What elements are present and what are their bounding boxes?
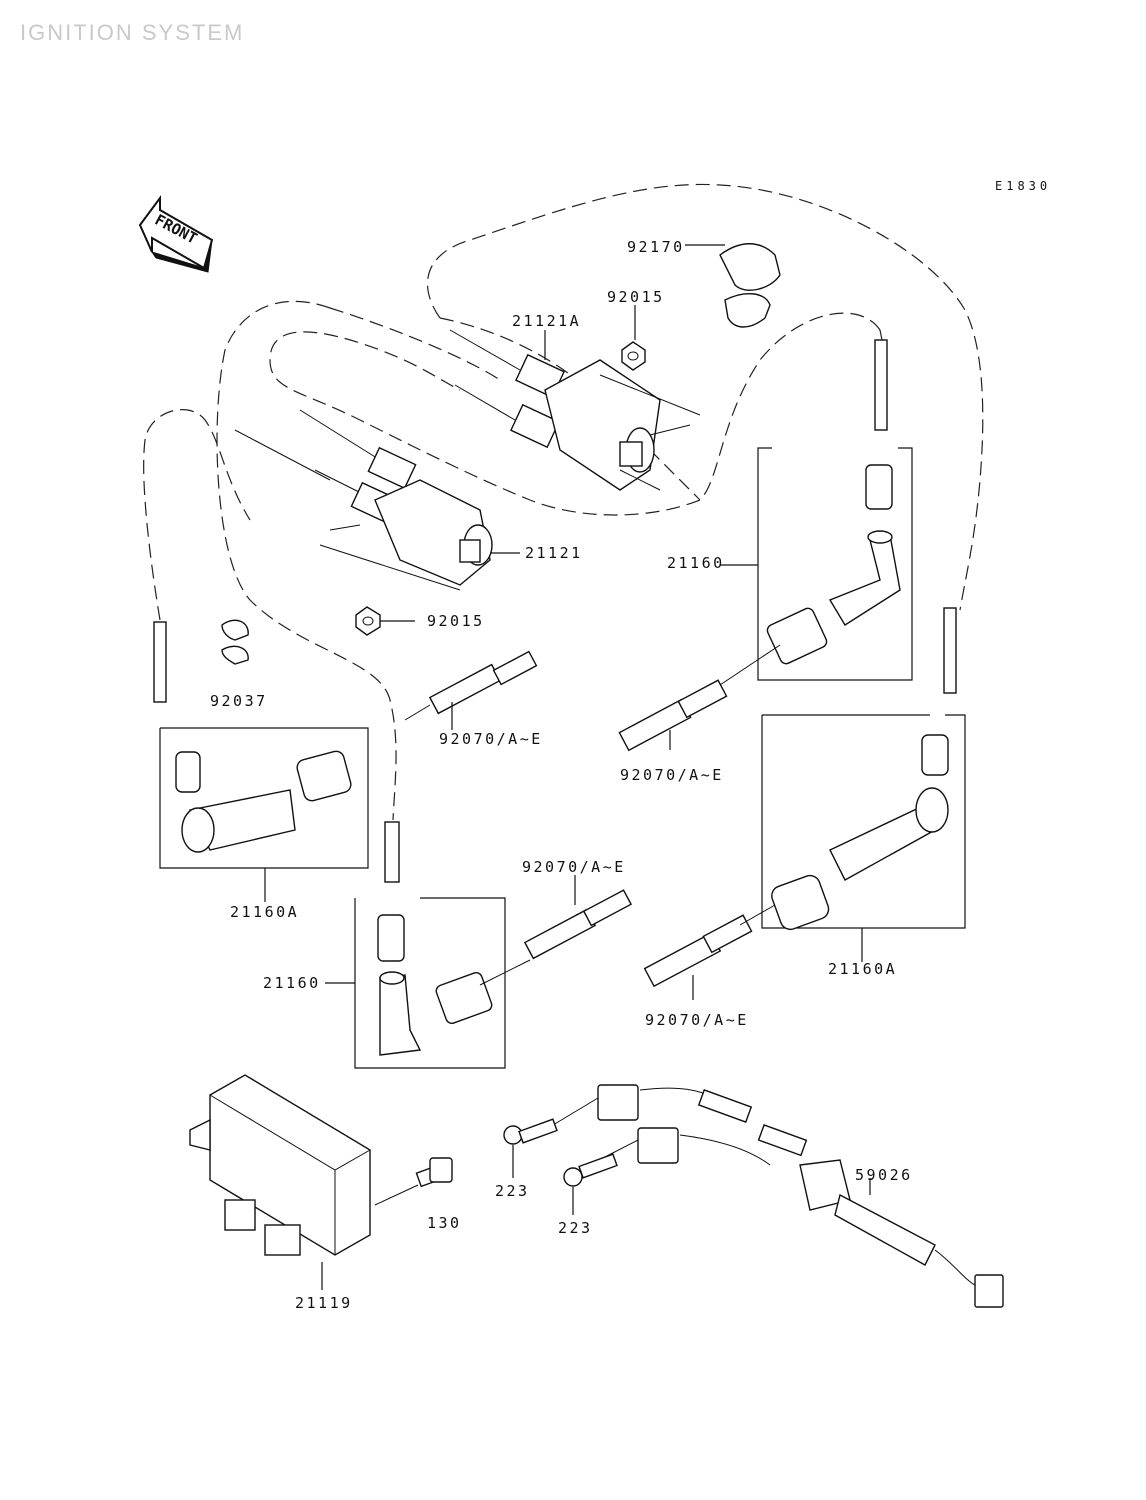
- label-130: 130: [427, 1214, 462, 1232]
- page-header: IGNITION SYSTEM: [20, 20, 244, 45]
- label-223-b: 223: [558, 1219, 593, 1237]
- ignition-coil-21121: [234, 409, 493, 591]
- label-92170: 92170: [627, 238, 685, 256]
- routing-dashed-lines: [143, 183, 984, 821]
- label-21160A-left: 21160A: [230, 903, 299, 921]
- label-21160A-right: 21160A: [828, 960, 897, 978]
- nut-92015-top: [621, 341, 646, 371]
- spark-plug-92070-d: [643, 904, 776, 988]
- lead-wires: [153, 339, 957, 883]
- screw-223-a: [503, 1118, 558, 1178]
- label-92037: 92037: [210, 692, 268, 710]
- plug-cap-21160A-right: [761, 714, 966, 962]
- label-92070-c: 92070/A~E: [522, 858, 626, 876]
- bolt-130: [374, 1157, 453, 1206]
- plug-cap-21160-right: [720, 447, 913, 681]
- label-21160-right: 21160: [667, 554, 725, 572]
- ignition-coil-21121A: [449, 329, 701, 491]
- spark-plug-92070-c: [523, 889, 633, 960]
- label-223-a: 223: [495, 1182, 530, 1200]
- diagram-code: E1830: [995, 179, 1051, 193]
- part-labels: 92170 92015 21121A 21121 92015 21160 920…: [210, 238, 913, 1312]
- leader-lines: [451, 244, 871, 1195]
- front-arrow-icon: FRONT: [138, 194, 214, 273]
- label-21121: 21121: [525, 544, 583, 562]
- screw-223-b: [563, 1153, 618, 1215]
- cdi-unit-21119: [189, 1074, 371, 1290]
- label-92070-d: 92070/A~E: [645, 1011, 749, 1029]
- clip-92037: [221, 619, 249, 665]
- label-92015-top: 92015: [607, 288, 665, 306]
- label-92015-mid: 92015: [427, 612, 485, 630]
- label-21160-left: 21160: [263, 974, 321, 992]
- plug-cap-21160A-left: [159, 727, 369, 902]
- label-21121A: 21121A: [512, 312, 581, 330]
- label-92070-a: 92070/A~E: [439, 730, 543, 748]
- label-21119: 21119: [295, 1294, 353, 1312]
- plug-cap-21160-left: [325, 897, 531, 1069]
- nut-92015-mid: [355, 606, 415, 636]
- clamp-92170: [719, 243, 781, 328]
- pickup-coil-59026: [552, 1084, 1004, 1308]
- label-92070-b: 92070/A~E: [620, 766, 724, 784]
- spark-plug-92070-a: [404, 650, 538, 721]
- spark-plug-92070-b: [618, 644, 781, 752]
- label-59026: 59026: [855, 1166, 913, 1184]
